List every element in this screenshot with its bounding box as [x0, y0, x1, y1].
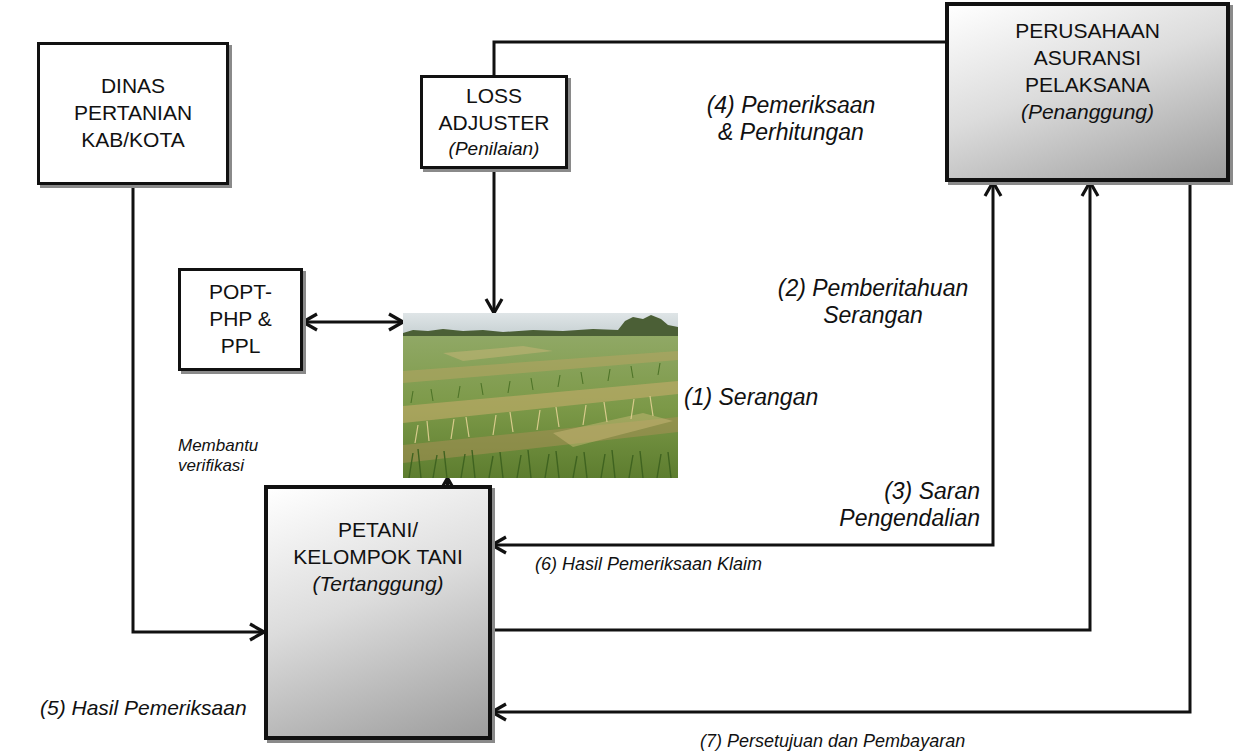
step-label: (3) Saran Pengendalian: [815, 478, 980, 532]
box-title: PETANI/ KELOMPOK TANI: [286, 517, 471, 571]
flow-connector: [133, 185, 264, 632]
box-title: DINAS PERTANIAN KAB/KOTA: [48, 73, 218, 154]
drawing-part: [443, 346, 553, 361]
step-label: (5) Hasil Pemeriksaan: [40, 696, 247, 721]
step-label: (2) Pemberitahuan Serangan: [768, 275, 978, 329]
crop-attack-photo-node: (1) Serangan: [403, 313, 678, 478]
step-label: (6) Hasil Pemeriksaan Klaim: [535, 554, 762, 575]
label-anchor: (4) Pemeriksaan & Perhitungan: [700, 92, 882, 146]
farmer-box: PETANI/ KELOMPOK TANI(Tertanggung): [264, 485, 492, 740]
step-label: (7) Persetujuan dan Pembayaran: [700, 731, 965, 752]
rice-field-photo: [403, 313, 678, 478]
label-anchor: Membantu verifikasi: [178, 436, 288, 476]
drawing-part: [415, 396, 653, 443]
label-anchor: (6) Hasil Pemeriksaan Klaim: [535, 554, 762, 575]
drawing-part: [403, 336, 678, 478]
label-anchor: (5) Hasil Pemeriksaan: [40, 696, 247, 721]
flow-connector: [446, 478, 449, 485]
label-anchor: (7) Persetujuan dan Pembayaran: [700, 731, 965, 752]
insurer-box: PERUSAHAAN ASURANSI PELAKSANA(Penanggung…: [945, 2, 1230, 182]
drawing-part: [409, 449, 671, 478]
box-role: (Tertanggung): [312, 571, 443, 598]
label-anchor: (3) Saran Pengendalian: [815, 478, 980, 532]
step-label: Membantu verifikasi: [178, 436, 288, 476]
step-label: (4) Pemeriksaan & Perhitungan: [700, 92, 882, 146]
flow-connector: [303, 321, 403, 324]
box-title: PERUSAHAAN ASURANSI PELAKSANA: [1003, 18, 1173, 99]
drawing-part: [553, 413, 673, 447]
drawing-part: [403, 313, 678, 339]
agency-box: DINAS PERTANIAN KAB/KOTA: [37, 42, 229, 185]
box-title: LOSS ADJUSTER: [432, 83, 557, 137]
field-officer-box: POPT- PHP & PPL: [178, 268, 303, 371]
box-role: (Penilaian): [449, 137, 540, 161]
box-role: (Penanggung): [1021, 99, 1154, 126]
step-label: (1) Serangan: [684, 383, 818, 412]
box-title: POPT- PHP & PPL: [208, 279, 274, 360]
drawing-part: [403, 351, 678, 383]
loss-adjuster-box: LOSS ADJUSTER(Penilaian): [420, 75, 568, 169]
drawing-part: [411, 363, 660, 403]
label-anchor: (2) Pemberitahuan Serangan: [768, 275, 978, 329]
drawing-part: [403, 315, 678, 339]
flow-connector: [493, 169, 496, 313]
flow-connector: [494, 42, 945, 75]
